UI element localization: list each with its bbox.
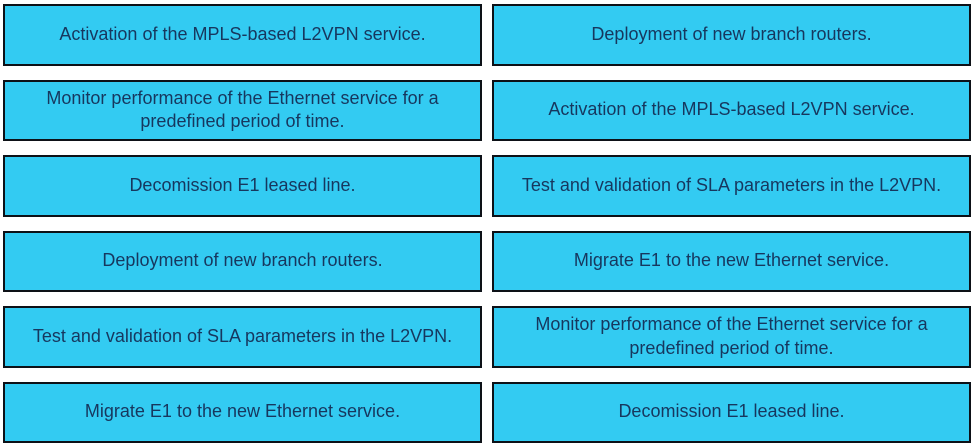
right-drag-box-2-label: Activation of the MPLS-based L2VPN servi… xyxy=(548,99,915,120)
left-column: Activation of the MPLS-based L2VPN servi… xyxy=(3,4,482,443)
left-drag-box-4[interactable]: Deployment of new branch routers. xyxy=(3,230,482,292)
right-drag-box-5[interactable]: Monitor performance of the Ethernet serv… xyxy=(492,306,971,368)
right-drag-box-4[interactable]: Migrate E1 to the new Ethernet service. xyxy=(492,230,971,292)
right-drag-box-1-label: Deployment of new branch routers. xyxy=(591,23,872,44)
right-drag-box-6-label: Decomission E1 leased line. xyxy=(618,401,845,422)
left-drag-box-3-label: Decomission E1 leased line. xyxy=(129,174,356,195)
right-column: Deployment of new branch routers. Activa… xyxy=(492,4,971,443)
right-drag-box-3-label: Test and validation of SLA parameters in… xyxy=(521,174,942,195)
left-drag-box-1[interactable]: Activation of the MPLS-based L2VPN servi… xyxy=(3,4,482,66)
left-drag-box-2[interactable]: Monitor performance of the Ethernet serv… xyxy=(3,79,482,141)
left-drag-box-3[interactable]: Decomission E1 leased line. xyxy=(3,155,482,217)
left-drag-box-2-label: Monitor performance of the Ethernet serv… xyxy=(46,87,439,132)
right-drag-box-6[interactable]: Decomission E1 leased line. xyxy=(492,381,971,443)
right-drag-box-1[interactable]: Deployment of new branch routers. xyxy=(492,4,971,66)
left-drag-box-5-label: Test and validation of SLA parameters in… xyxy=(32,325,453,346)
right-drag-box-2[interactable]: Activation of the MPLS-based L2VPN servi… xyxy=(492,79,971,141)
left-drag-box-6[interactable]: Migrate E1 to the new Ethernet service. xyxy=(3,381,482,443)
right-drag-box-4-label: Migrate E1 to the new Ethernet service. xyxy=(573,250,890,271)
left-drag-box-6-label: Migrate E1 to the new Ethernet service. xyxy=(84,401,401,422)
left-drag-box-1-label: Activation of the MPLS-based L2VPN servi… xyxy=(59,23,426,44)
left-drag-box-4-label: Deployment of new branch routers. xyxy=(102,250,383,271)
right-drag-box-5-label: Monitor performance of the Ethernet serv… xyxy=(535,314,928,358)
left-drag-box-5[interactable]: Test and validation of SLA parameters in… xyxy=(3,306,482,368)
right-drag-box-3[interactable]: Test and validation of SLA parameters in… xyxy=(492,155,971,217)
